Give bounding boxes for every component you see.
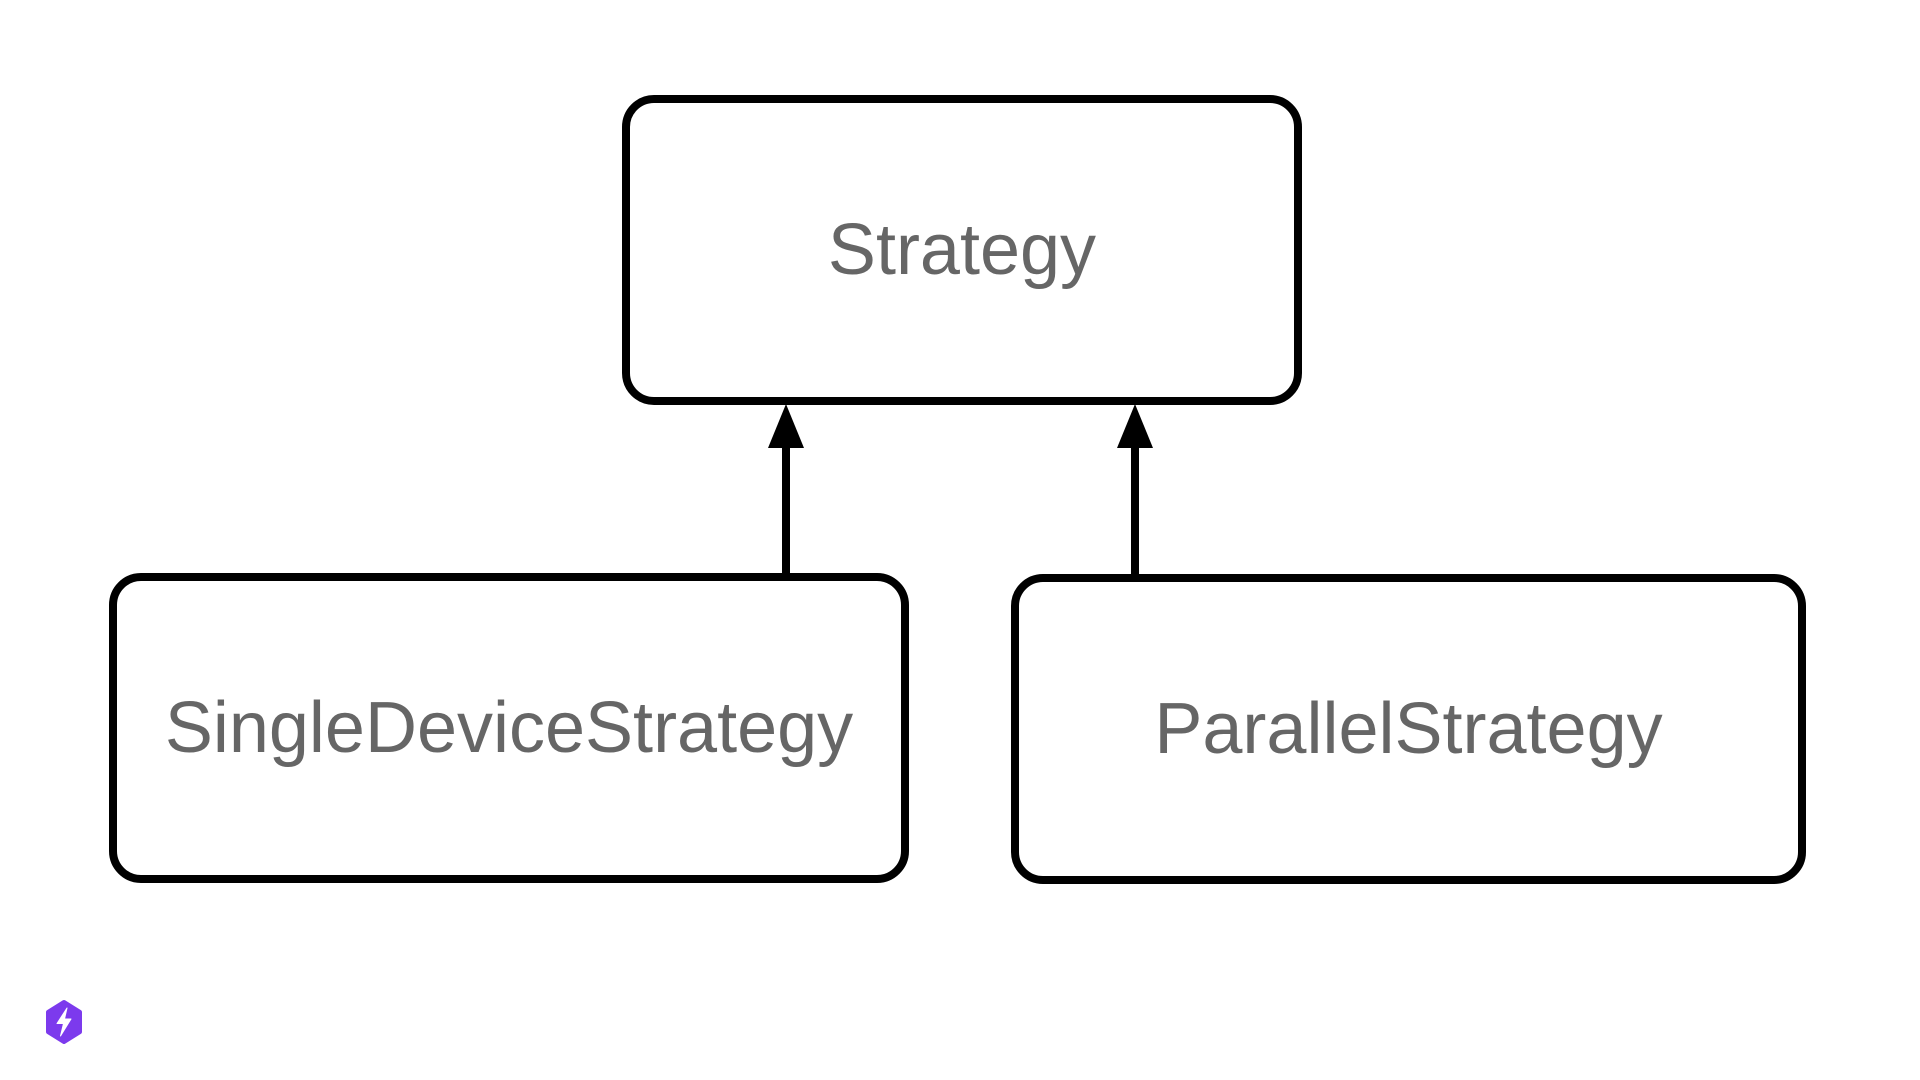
edge-parallelstrategy-to-strategy [1117, 404, 1153, 576]
node-strategy-label: Strategy [827, 210, 1097, 290]
node-single-device-strategy-label: SingleDeviceStrategy [164, 688, 854, 768]
arrowhead-up-icon [1117, 404, 1153, 448]
arrowhead-up-icon [768, 404, 804, 448]
node-strategy: Strategy [622, 95, 1302, 405]
lightning-hexagon-logo [46, 1000, 82, 1044]
edge-singledevicestrategy-to-strategy [768, 404, 804, 575]
node-parallel-strategy: ParallelStrategy [1011, 574, 1806, 884]
node-parallel-strategy-label: ParallelStrategy [1154, 689, 1663, 769]
lightning-bolt-icon [56, 1007, 72, 1037]
node-single-device-strategy: SingleDeviceStrategy [109, 573, 909, 883]
